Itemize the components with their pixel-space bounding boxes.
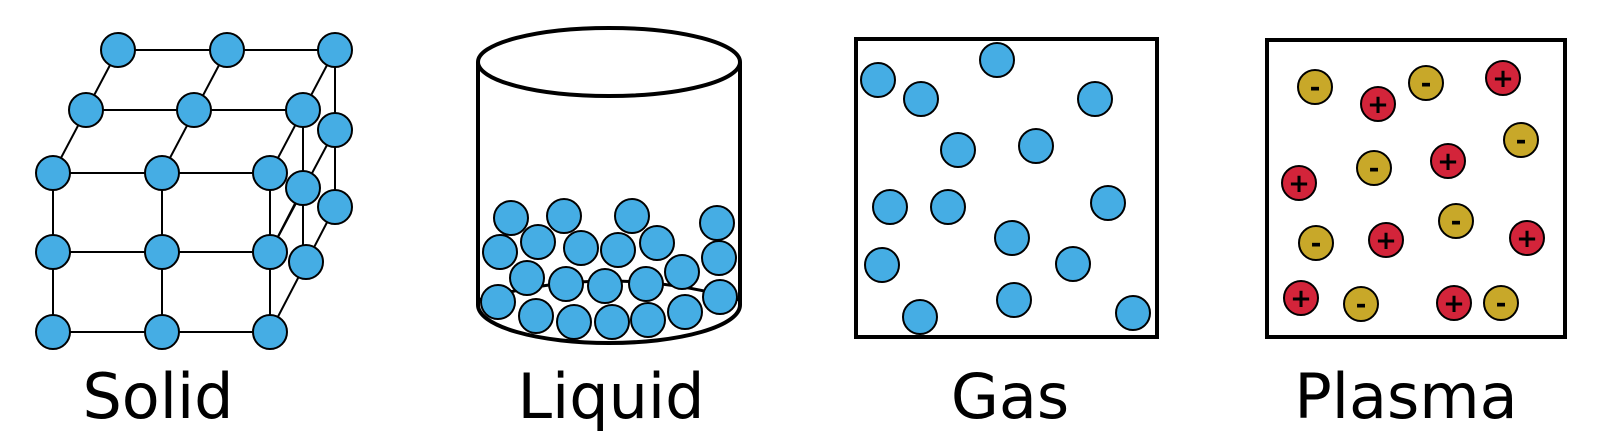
- liquid-particle: [518, 298, 554, 334]
- gas-particle: [1055, 246, 1091, 282]
- solid-particle: [35, 234, 71, 270]
- negative-ion: [1297, 69, 1333, 105]
- solid-particle: [285, 170, 321, 206]
- negative-ion: [1298, 225, 1334, 261]
- liquid-particle: [482, 234, 518, 270]
- positive-ion-sign: +: [1437, 147, 1459, 177]
- positive-ion-sign: +: [1375, 226, 1397, 256]
- positive-ion: [1509, 220, 1545, 256]
- positive-ion-sign: +: [1492, 64, 1514, 94]
- liquid-particle: [701, 240, 737, 276]
- solid-particle: [285, 92, 321, 128]
- negative-ion: [1438, 203, 1474, 239]
- gas-particle: [994, 220, 1030, 256]
- gas-particle: [1018, 128, 1054, 164]
- solid-particle: [317, 32, 353, 68]
- solid-particle: [35, 314, 71, 350]
- gas-particle: [864, 247, 900, 283]
- gas-particle: [860, 62, 896, 98]
- gas-particle: [930, 189, 966, 225]
- negative-ion: [1343, 286, 1379, 322]
- positive-ion-sign: +: [1367, 90, 1389, 120]
- solid-particle: [252, 234, 288, 270]
- positive-ion: [1368, 222, 1404, 258]
- positive-ion: [1360, 86, 1396, 122]
- negative-ion-sign: -: [1496, 289, 1507, 319]
- positive-ion: [1283, 280, 1319, 316]
- liquid-particle: [594, 304, 630, 340]
- liquid-particle: [639, 225, 675, 261]
- solid-particle: [252, 155, 288, 191]
- positive-ion: [1485, 60, 1521, 96]
- gas-particle: [996, 282, 1032, 318]
- liquid-particle: [493, 200, 529, 236]
- solid-particle: [100, 32, 136, 68]
- gas-particle: [940, 132, 976, 168]
- solid-particle: [144, 234, 180, 270]
- positive-ion-sign: +: [1290, 284, 1312, 314]
- gas-particle: [979, 42, 1015, 78]
- liquid-particle: [600, 232, 636, 268]
- negative-ion-sign: -: [1451, 207, 1462, 237]
- negative-ion: [1503, 122, 1539, 158]
- negative-ion: [1408, 65, 1444, 101]
- liquid-particle: [480, 284, 516, 320]
- solid-particle: [288, 244, 324, 280]
- positive-ion: [1430, 143, 1466, 179]
- gas-particle: [1115, 295, 1151, 331]
- solid-label: Solid: [82, 360, 234, 433]
- solid-particle: [68, 92, 104, 128]
- liquid-particle: [587, 268, 623, 304]
- solid-particle: [252, 314, 288, 350]
- negative-ion-sign: -: [1356, 290, 1367, 320]
- solid-particle: [209, 32, 245, 68]
- liquid-particle: [664, 254, 700, 290]
- solid-particle: [144, 314, 180, 350]
- positive-ion: [1281, 165, 1317, 201]
- positive-ion-sign: +: [1443, 289, 1465, 319]
- gas-particle: [872, 189, 908, 225]
- liquid-label: Liquid: [517, 360, 705, 433]
- liquid-particle: [614, 198, 650, 234]
- negative-ion-sign: -: [1421, 69, 1432, 99]
- gas-particle: [903, 81, 939, 117]
- liquid-particle: [509, 260, 545, 296]
- solid-particle: [176, 92, 212, 128]
- negative-ion-sign: -: [1311, 229, 1322, 259]
- solid-particle: [144, 155, 180, 191]
- liquid-particle: [563, 230, 599, 266]
- positive-ion-sign: +: [1516, 224, 1538, 254]
- positive-ion: [1436, 285, 1472, 321]
- liquid-particle: [699, 205, 735, 241]
- solid-particle: [317, 189, 353, 225]
- gas-particle: [1090, 185, 1126, 221]
- liquid-particle: [548, 266, 584, 302]
- liquid-particle: [628, 266, 664, 302]
- negative-ion-sign: -: [1516, 126, 1527, 156]
- plasma-label: Plasma: [1294, 360, 1518, 433]
- gas-label: Gas: [950, 360, 1070, 433]
- liquid-particle: [556, 304, 592, 340]
- negative-ion-sign: -: [1310, 73, 1321, 103]
- negative-ion: [1356, 150, 1392, 186]
- solid-particle: [317, 112, 353, 148]
- solid-particle: [35, 155, 71, 191]
- positive-ion-sign: +: [1288, 169, 1310, 199]
- negative-ion: [1483, 285, 1519, 321]
- liquid-particle: [702, 279, 738, 315]
- liquid-particle: [667, 294, 703, 330]
- liquid-particle: [546, 198, 582, 234]
- liquid-particle: [520, 224, 556, 260]
- gas-particle: [1077, 81, 1113, 117]
- liquid-particle: [630, 302, 666, 338]
- gas-particle: [902, 299, 938, 335]
- negative-ion-sign: -: [1369, 154, 1380, 184]
